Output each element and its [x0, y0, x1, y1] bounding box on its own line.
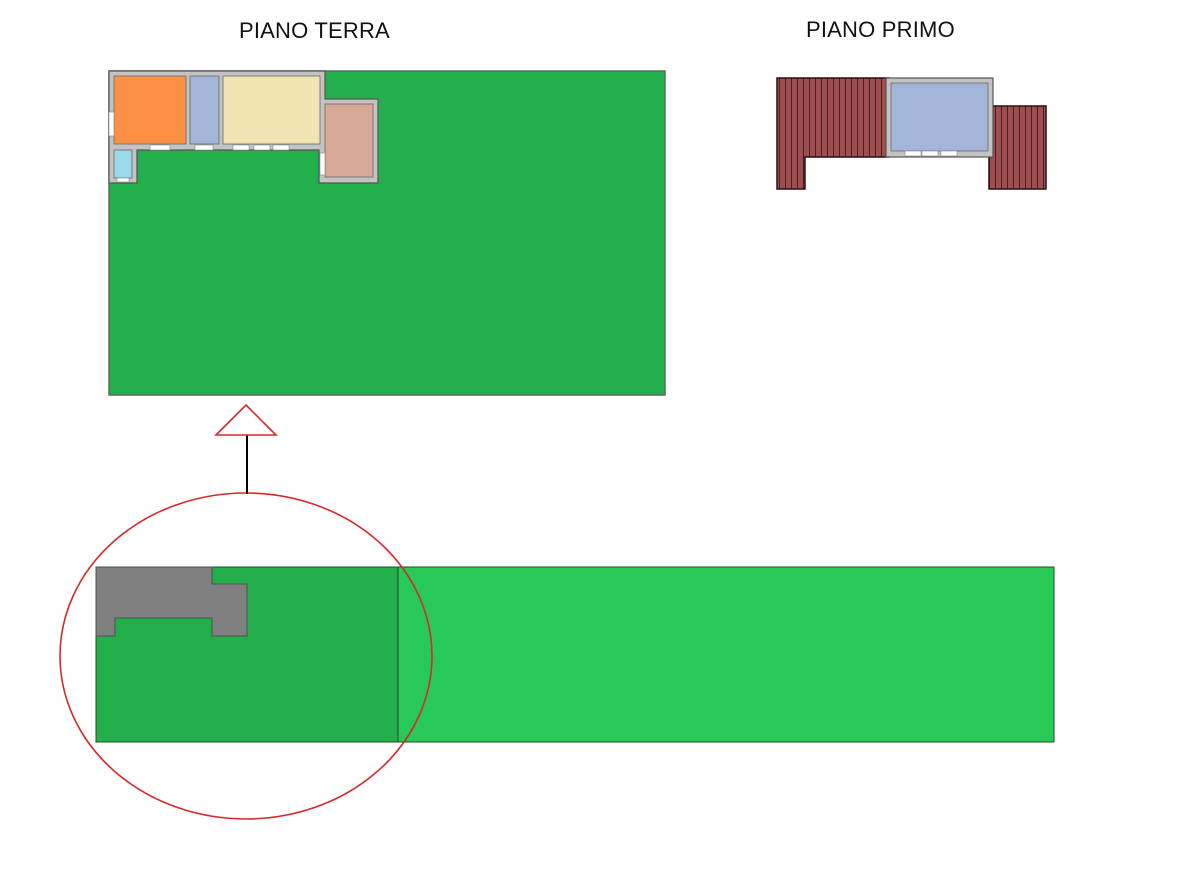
ground-floor-plan	[108, 70, 666, 396]
room-cream	[222, 75, 321, 145]
room-light-blue	[113, 149, 133, 179]
first-floor-plan	[776, 77, 1047, 190]
first-floor-room-blue	[890, 82, 989, 152]
site-garden-right	[397, 566, 1055, 743]
terrace-right	[988, 105, 1047, 190]
ground-windows	[108, 111, 326, 183]
room-blue	[189, 75, 220, 145]
room-pink	[324, 103, 374, 178]
first-floor-windows	[904, 150, 958, 157]
callout-arrow-triangle	[214, 403, 278, 436]
first-floor-title: PIANO PRIMO	[806, 17, 955, 42]
room-orange	[113, 75, 187, 145]
ground-floor-title: PIANO TERRA	[239, 18, 390, 43]
site-plan	[95, 566, 1055, 743]
callout	[59, 403, 433, 820]
site-building-footprint	[95, 566, 248, 637]
terrace-left	[776, 77, 890, 190]
